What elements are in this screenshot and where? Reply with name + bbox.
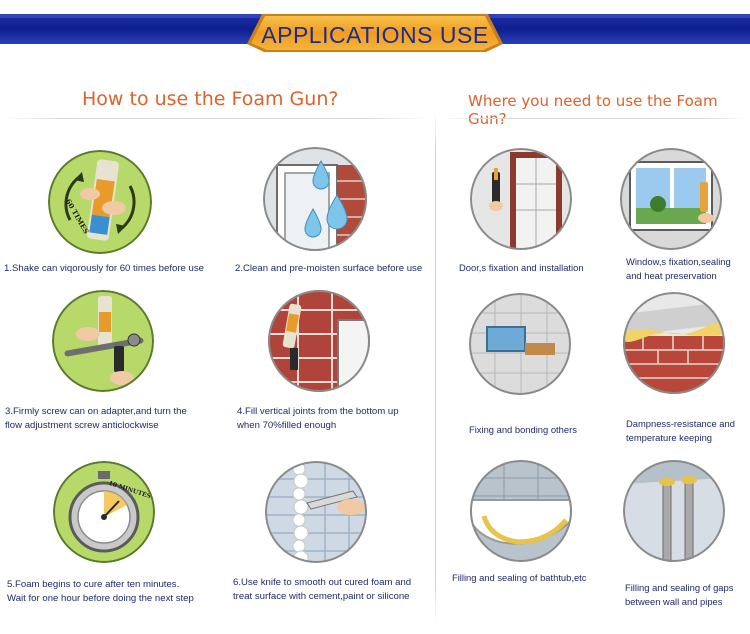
cure-timer-image: 10 MINUTES bbox=[53, 461, 155, 563]
banner-graphic bbox=[0, 14, 750, 52]
use-door-caption: Door,s fixation and installation bbox=[459, 262, 584, 273]
clean-surface-image bbox=[263, 147, 367, 251]
door-fixation-image bbox=[470, 148, 572, 250]
step-1-caption: 1.Shake can viqorously for 60 times befo… bbox=[4, 263, 204, 274]
shake-can-image: 60 TIMES bbox=[48, 150, 152, 254]
step-6-caption: 6.Use knife to smooth out cured foam and… bbox=[233, 577, 412, 602]
step-2-caption: 2.Clean and pre-moisten surface before u… bbox=[235, 263, 423, 274]
step-4-caption: 4.Fill vertical joints from the bottom u… bbox=[237, 406, 399, 431]
left-title-divider bbox=[0, 118, 430, 119]
step-3-caption: 3.Firmly screw can on adapter,and turn t… bbox=[5, 406, 187, 431]
header-banner: APPLICATIONS USE bbox=[0, 0, 750, 62]
use-bathtub-caption: Filling and sealing of bathtub,etc bbox=[452, 572, 587, 583]
right-section-title: Where you need to use the Foam Gun? bbox=[468, 92, 718, 128]
pipe-gap-sealing-image bbox=[623, 460, 725, 562]
step-5-caption: 5.Foam begins to cure after ten minutes.… bbox=[7, 579, 194, 604]
bathtub-sealing-image bbox=[470, 460, 572, 562]
window-fixation-image bbox=[620, 148, 722, 250]
smooth-foam-image bbox=[265, 461, 367, 563]
vertical-divider bbox=[435, 112, 436, 622]
banner-title: APPLICATIONS USE bbox=[261, 22, 489, 48]
fixing-bonding-image bbox=[469, 293, 571, 395]
use-fixing-caption: Fixing and bonding others bbox=[469, 424, 577, 435]
right-title-divider bbox=[440, 118, 750, 119]
left-section-title: How to use the Foam Gun? bbox=[82, 88, 339, 110]
fill-joints-image bbox=[268, 290, 370, 392]
screw-can-image bbox=[52, 290, 154, 392]
dampness-resistance-image bbox=[623, 292, 725, 394]
